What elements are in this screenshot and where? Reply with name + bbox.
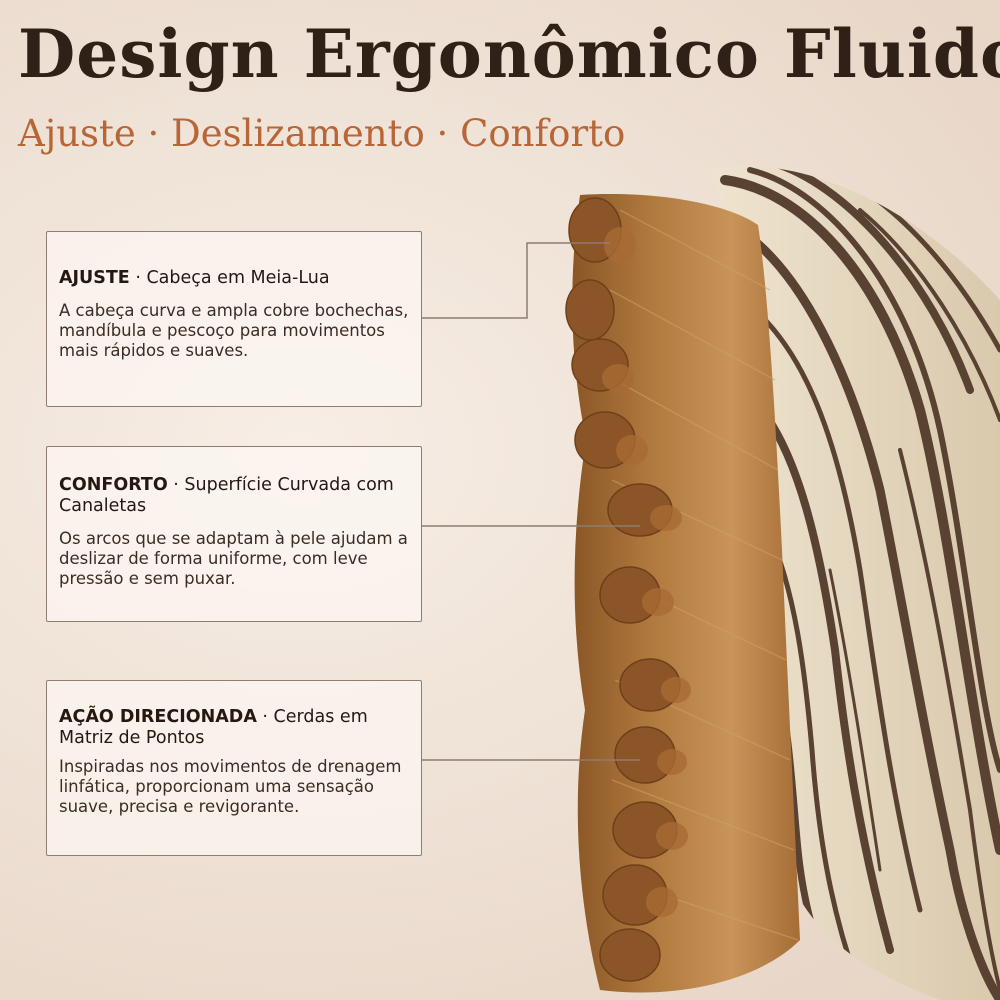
brush-bristles — [572, 194, 800, 993]
page-title: Design Ergonômico Fluido — [18, 15, 1000, 93]
feature-title-bold: AJUSTE — [59, 268, 130, 288]
feature-card-conforto: CONFORTO · Superfície Curvada com Canale… — [46, 446, 422, 622]
brush-photo — [565, 166, 1000, 1000]
feature-title-rest: · Cabeça em Meia-Lua — [129, 268, 330, 288]
feature-description: A cabeça curva e ampla cobre bochechas, … — [59, 301, 409, 360]
feature-description: Os arcos que se adaptam à pele ajudam a … — [59, 529, 408, 588]
page-subtitle: Ajuste · Deslizamento · Conforto — [18, 112, 626, 155]
feature-title: AJUSTE · Cabeça em Meia-Lua — [59, 268, 411, 289]
feature-description: Inspiradas nos movimentos de drenagem li… — [59, 757, 402, 816]
feature-title-bold: CONFORTO — [59, 475, 168, 495]
feature-title-bold: AÇÃO DIRECIONADA — [59, 707, 257, 727]
feature-title-rest: · Cerdas em Matriz de Pontos — [59, 707, 368, 748]
feature-card-acao-direcionada: AÇÃO DIRECIONADA · Cerdas em Matriz de P… — [46, 680, 422, 856]
feature-title: AÇÃO DIRECIONADA · Cerdas em Matriz de P… — [59, 707, 411, 749]
feature-title-rest: · Superfície Curvada com Canaletas — [59, 475, 394, 516]
feature-title: CONFORTO · Superfície Curvada com Canale… — [59, 475, 411, 517]
feature-card-ajuste: AJUSTE · Cabeça em Meia-Lua A cabeça cur… — [46, 231, 422, 407]
